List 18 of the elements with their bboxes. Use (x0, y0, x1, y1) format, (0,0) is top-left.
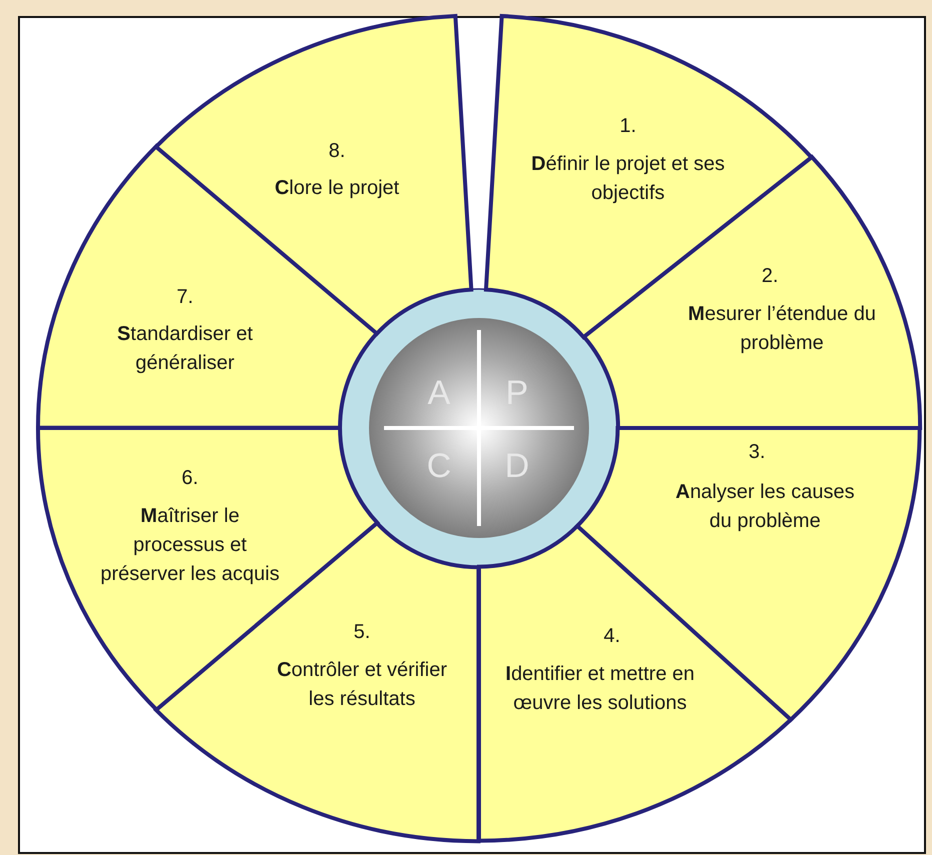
step-label: Analyser les causes du problème (674, 480, 856, 534)
step-number: 6. (182, 466, 198, 491)
step-number: 3. (748, 440, 766, 465)
step-label: Définir le projet et ses objectifs (530, 152, 726, 206)
step-number: 2. (762, 264, 778, 289)
cycle-letter: C (426, 449, 452, 483)
step-label: Standardiser et généraliser (116, 322, 254, 376)
step-label: Clore le projet (274, 176, 400, 201)
step-number: 1. (620, 114, 636, 139)
step-number: 7. (176, 284, 194, 310)
step-number: 8. (328, 138, 346, 164)
step-label: Contrôler et vérifier les résultats (276, 658, 448, 712)
step-number: 4. (604, 624, 620, 649)
cycle-letter: D (504, 449, 530, 483)
step-label: Maîtriser le processus et préserver les acquis (100, 504, 280, 587)
step-label: Mesurer l’étendue du problème (687, 302, 877, 356)
step-number: 5. (354, 620, 370, 645)
step-label: Identifier et mettre en œuvre les solutions (504, 662, 696, 716)
